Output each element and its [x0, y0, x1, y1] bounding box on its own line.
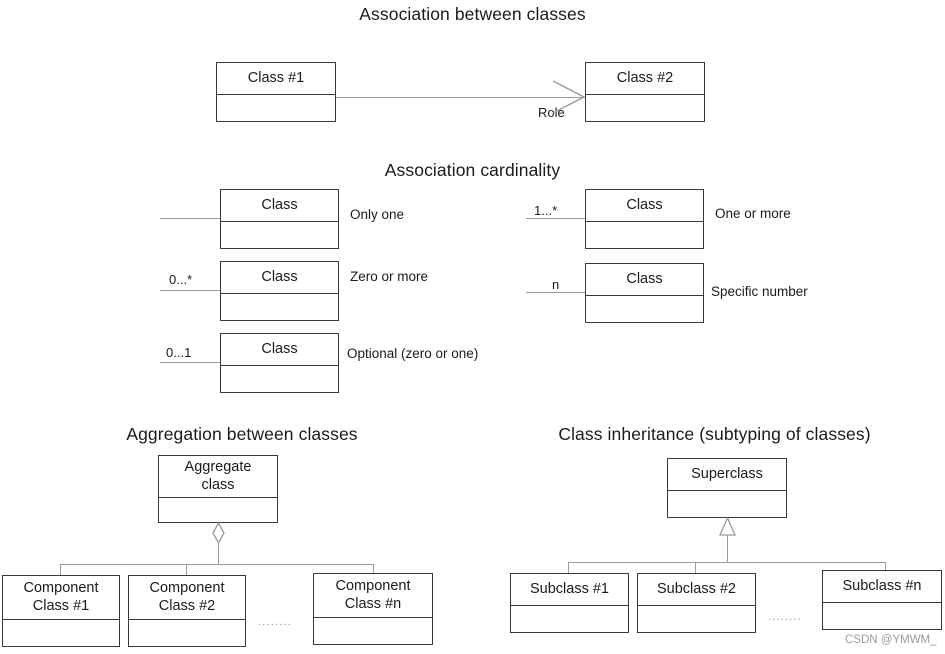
class-box-aggregate-class-attributes — [159, 498, 277, 522]
inheritance-drop-line-2 — [695, 562, 696, 573]
cardinality-class-box-zero-or-more[interactable]: Class — [220, 261, 339, 321]
cardinality-class-box-one-or-more[interactable]: Class — [585, 189, 704, 249]
inheritance-ellipsis: ........ — [768, 611, 803, 623]
class-box-subclass-2[interactable]: Subclass #2 — [637, 573, 756, 633]
cardinality-description-zero-or-more: Zero or more — [350, 269, 429, 284]
cardinality-class-name-one-or-more: Class — [586, 190, 703, 222]
class-box-component-class-1-name: Component Class #1 — [3, 576, 119, 620]
class-box-subclass-1[interactable]: Subclass #1 — [510, 573, 629, 633]
class-box-component-class-n[interactable]: Component Class #n — [313, 573, 433, 645]
cardinality-class-name-specific-number: Class — [586, 264, 703, 296]
class-box-component-class-1[interactable]: Component Class #1 — [2, 575, 120, 647]
cardinality-description-one-or-more: One or more — [715, 206, 791, 221]
class-box-subclass-n-name: Subclass #n — [823, 571, 941, 603]
aggregation-stem-line — [218, 543, 219, 564]
cardinality-attributes-zero-or-more — [221, 294, 338, 320]
cardinality-multiplicity-zero-or-more: 0...* — [169, 272, 193, 287]
inheritance-bus-line — [568, 562, 885, 563]
class-box-class-1-attributes — [217, 95, 335, 121]
cardinality-class-box-optional[interactable]: Class — [220, 333, 339, 393]
class-box-class-2-attributes — [586, 95, 704, 121]
cardinality-class-name-only-one: Class — [221, 190, 338, 222]
inheritance-triangle-icon — [719, 516, 736, 536]
class-box-class-2-name: Class #2 — [586, 63, 704, 95]
cardinality-class-box-only-one[interactable]: Class — [220, 189, 339, 249]
cardinality-line-one-or-more — [526, 218, 585, 219]
class-box-aggregate-class[interactable]: Aggregate class — [158, 455, 278, 523]
inheritance-drop-line-1 — [568, 562, 569, 573]
cardinality-attributes-optional — [221, 366, 338, 392]
class-box-component-class-n-name: Component Class #n — [314, 574, 432, 618]
class-box-component-class-1-attributes — [3, 620, 119, 646]
cardinality-description-optional: Optional (zero or one) — [347, 346, 479, 361]
cardinality-class-name-zero-or-more: Class — [221, 262, 338, 294]
class-box-subclass-2-name: Subclass #2 — [638, 574, 755, 606]
class-box-class-2[interactable]: Class #2 — [585, 62, 705, 122]
aggregation-drop-line-2 — [186, 564, 187, 575]
cardinality-multiplicity-optional: 0...1 — [166, 345, 192, 360]
cardinality-line-zero-or-more — [160, 290, 220, 291]
cardinality-attributes-one-or-more — [586, 222, 703, 248]
class-box-component-class-2[interactable]: Component Class #2 — [128, 575, 246, 647]
aggregation-diamond-icon — [212, 521, 225, 545]
cardinality-multiplicity-specific-number: n — [552, 277, 560, 292]
cardinality-class-box-specific-number[interactable]: Class — [585, 263, 704, 323]
class-box-class-1-name: Class #1 — [217, 63, 335, 95]
class-box-subclass-1-attributes — [511, 606, 628, 632]
cardinality-attributes-only-one — [221, 222, 338, 248]
class-box-component-class-2-name: Component Class #2 — [129, 576, 245, 620]
cardinality-line-specific-number — [526, 292, 585, 293]
cardinality-line-optional — [160, 362, 220, 363]
class-box-subclass-2-attributes — [638, 606, 755, 632]
aggregation-drop-line-1 — [60, 564, 61, 575]
cardinality-description-specific-number: Specific number — [711, 284, 808, 299]
class-box-subclass-1-name: Subclass #1 — [511, 574, 628, 606]
association-role-label: Role — [538, 105, 565, 120]
class-box-component-class-2-attributes — [129, 620, 245, 646]
class-box-subclass-n[interactable]: Subclass #n — [822, 570, 942, 630]
cardinality-class-name-optional: Class — [221, 334, 338, 366]
class-box-superclass-name: Superclass — [668, 459, 786, 491]
inheritance-stem-line — [727, 535, 728, 562]
cardinality-line-only-one — [160, 218, 220, 219]
cardinality-attributes-specific-number — [586, 296, 703, 322]
aggregation-section-title: Aggregation between classes — [126, 424, 358, 444]
class-box-superclass-attributes — [668, 491, 786, 517]
class-box-class-1[interactable]: Class #1 — [216, 62, 336, 122]
aggregation-ellipsis: ........ — [258, 616, 293, 628]
cardinality-multiplicity-one-or-more: 1...* — [534, 203, 558, 218]
class-box-component-class-n-attributes — [314, 618, 432, 644]
inheritance-section-title: Class inheritance (subtyping of classes) — [558, 424, 871, 444]
association-open-arrowhead-icon — [552, 80, 586, 114]
class-box-aggregate-class-name: Aggregate class — [159, 456, 277, 498]
class-box-superclass[interactable]: Superclass — [667, 458, 787, 518]
aggregation-drop-line-n — [373, 564, 374, 573]
association-section-title: Association between classes — [359, 4, 586, 24]
cardinality-description-only-one: Only one — [350, 207, 405, 222]
cardinality-section-title: Association cardinality — [384, 160, 561, 180]
class-box-subclass-n-attributes — [823, 603, 941, 629]
inheritance-drop-line-n — [885, 562, 886, 570]
aggregation-bus-line — [60, 564, 373, 565]
watermark-label: CSDN @YMWM_ — [845, 634, 937, 646]
association-connector-line — [336, 97, 585, 98]
